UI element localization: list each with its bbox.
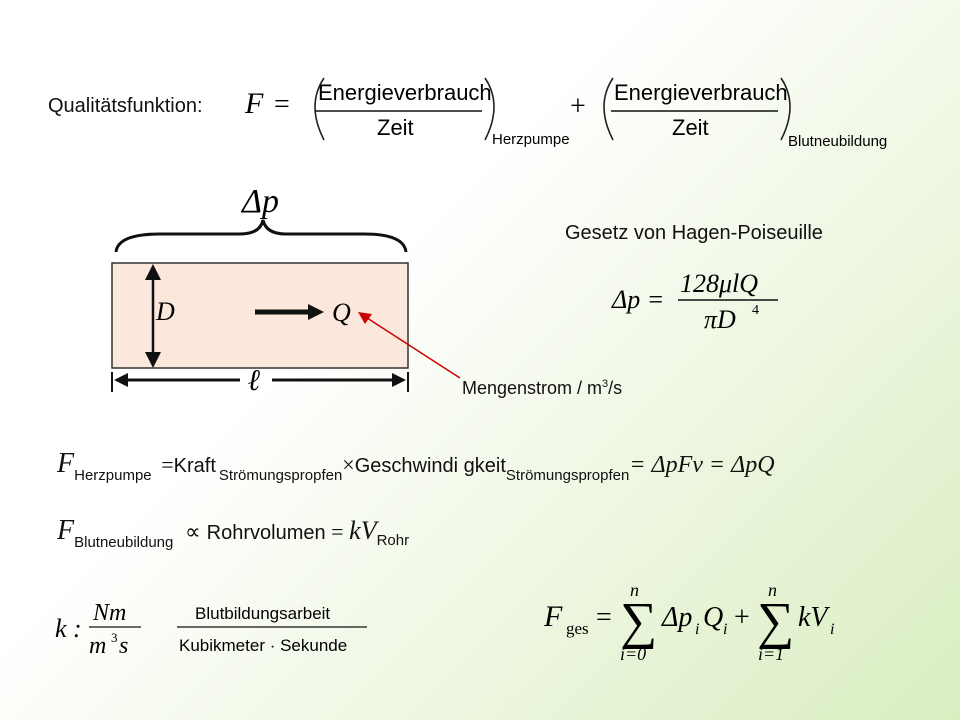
k-den: m <box>89 633 106 659</box>
fges-sum1-top: n <box>630 580 639 600</box>
fges-sum2: ∑ <box>757 593 794 650</box>
hagen-den: πD <box>704 305 736 334</box>
k-label: k : <box>55 614 82 643</box>
length-label: ℓ <box>248 364 261 397</box>
hagen-title: Gesetz von Hagen-Poiseuille <box>565 222 823 244</box>
k-definition: k : Nm m 3 s Blutbildungsarbeit Kubikmet… <box>55 600 367 659</box>
diameter-label: D <box>155 297 175 326</box>
quality-num2: Energieverbrauch <box>614 80 788 105</box>
pointer-line <box>358 312 461 379</box>
quality-den1: Zeit <box>377 115 414 140</box>
fges-term1b: Q <box>703 602 723 633</box>
fges-term1: Δp <box>661 602 692 633</box>
fges-eq: = <box>596 602 612 633</box>
paren-close-1 <box>484 77 495 141</box>
hagen-lhs: Δp = <box>611 285 664 314</box>
fges-sum2-top: n <box>768 580 777 600</box>
fges-F: F <box>543 600 563 633</box>
delta-p-label: Δp <box>240 183 279 220</box>
hagen-num: 128μlQ <box>680 269 758 298</box>
hagen-formula: Δp = 128μlQ πD 4 <box>611 269 778 334</box>
quality-den2: Zeit <box>672 115 709 140</box>
quality-num1: Energieverbrauch <box>318 80 492 105</box>
fges-sum1: ∑ <box>620 593 657 650</box>
k-den-sup: 3 <box>111 630 118 645</box>
quality-sub1: Herzpumpe <box>492 131 570 148</box>
k-den-tail: s <box>119 633 128 659</box>
blut-formula: FBlutneubildung ∝Rohrvolumen = kVRohr <box>57 515 410 551</box>
paren-open-1 <box>314 77 325 141</box>
fges-term1b-sub: i <box>723 621 727 638</box>
k-word-num: Blutbildungsarbeit <box>195 604 330 623</box>
hagen-den-sup: 4 <box>752 303 759 318</box>
flow-label: Q <box>332 298 351 327</box>
fges-sum2-bot: i=1 <box>758 644 784 664</box>
fges-term1-sub: i <box>695 621 699 638</box>
tube-body <box>111 262 409 369</box>
k-word-den: Kubikmeter · Sekunde <box>179 636 347 655</box>
quality-label: Qualitätsfunktion: <box>48 95 203 117</box>
quality-F: F <box>244 87 264 120</box>
fges-term2-sub: i <box>830 621 834 638</box>
fges-term2: kV <box>798 602 830 633</box>
paren-close-2 <box>780 77 791 141</box>
quality-sub2: Blutneubildung <box>788 133 887 150</box>
tube-diagram: Δp D Q ℓ <box>111 183 409 397</box>
quality-function-formula: F = Energieverbrauch Zeit Herzpumpe + En… <box>244 77 887 150</box>
fges-plus: + <box>734 602 750 633</box>
fges-formula: F ges = n ∑ i=0 Δp i Q i + n ∑ i=1 kV i <box>543 580 834 664</box>
k-num: Nm <box>92 600 126 626</box>
paren-open-2 <box>603 77 614 141</box>
quality-eq: = <box>274 89 290 120</box>
pressure-brace <box>114 219 408 253</box>
fges-F-sub: ges <box>566 619 589 638</box>
quality-plus: + <box>570 91 586 122</box>
flow-unit-label: Mengenstrom / m3/s <box>462 378 623 398</box>
fges-sum1-bot: i=0 <box>620 644 646 664</box>
